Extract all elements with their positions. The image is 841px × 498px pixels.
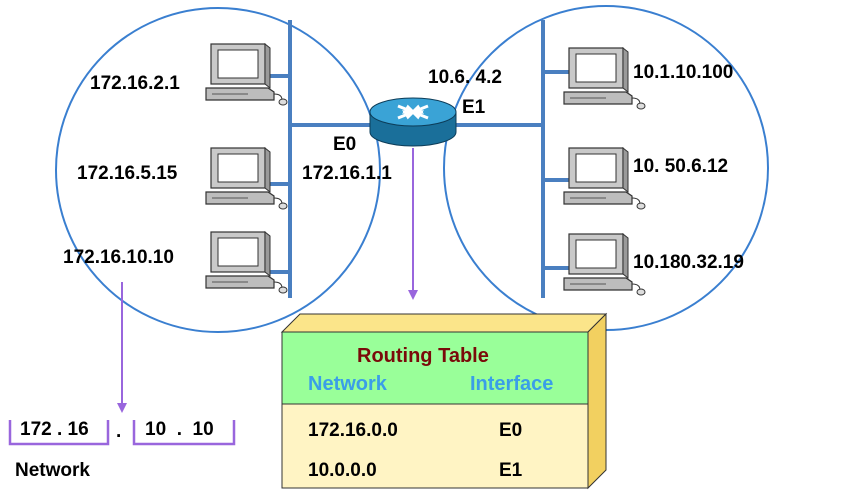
left-network-circle (55, 7, 381, 333)
left-ethernet-segment (270, 20, 380, 298)
address-network-label: Network (15, 460, 90, 481)
right-host-ip: 10. 50.6.12 (633, 156, 729, 177)
routing-table-box (280, 312, 608, 490)
routing-table-interface-cell: E1 (499, 460, 523, 481)
right-host-ip: 10.180.32.19 (633, 252, 744, 273)
address-host-part: 10 . 10 (145, 419, 214, 440)
left-host-ip: 172.16.5.15 (77, 163, 178, 184)
right-ethernet-segment (448, 20, 570, 298)
address-separator-dot: . (116, 421, 122, 442)
routing-table-interface-header: Interface (470, 373, 554, 395)
routing-table-title: Routing Table (357, 345, 489, 367)
router-e1-ip: 10.6. 4.2 (428, 67, 502, 88)
router-to-table-arrow (408, 148, 418, 300)
address-brackets (8, 420, 236, 446)
host-to-address-arrow (117, 282, 127, 413)
router-icon (369, 97, 457, 147)
router-e0-label: E0 (333, 134, 357, 155)
routing-table-network-header: Network (308, 373, 387, 395)
address-network-part: 172 . 16 (20, 419, 89, 440)
left-host-ip: 172.16.2.1 (90, 73, 180, 94)
routing-table-interface-cell: E0 (499, 420, 523, 441)
left-host-ip: 172.16.10.10 (63, 247, 174, 268)
router-e0-ip: 172.16.1.1 (302, 163, 392, 184)
left-pc-3-icon (205, 231, 288, 294)
routing-table-network-cell: 10.0.0.0 (308, 460, 377, 481)
router-e1-label: E1 (462, 97, 486, 118)
left-pc-2-icon (205, 147, 288, 210)
routing-table-network-cell: 172.16.0.0 (308, 420, 398, 441)
right-host-ip: 10.1.10.100 (633, 62, 734, 83)
